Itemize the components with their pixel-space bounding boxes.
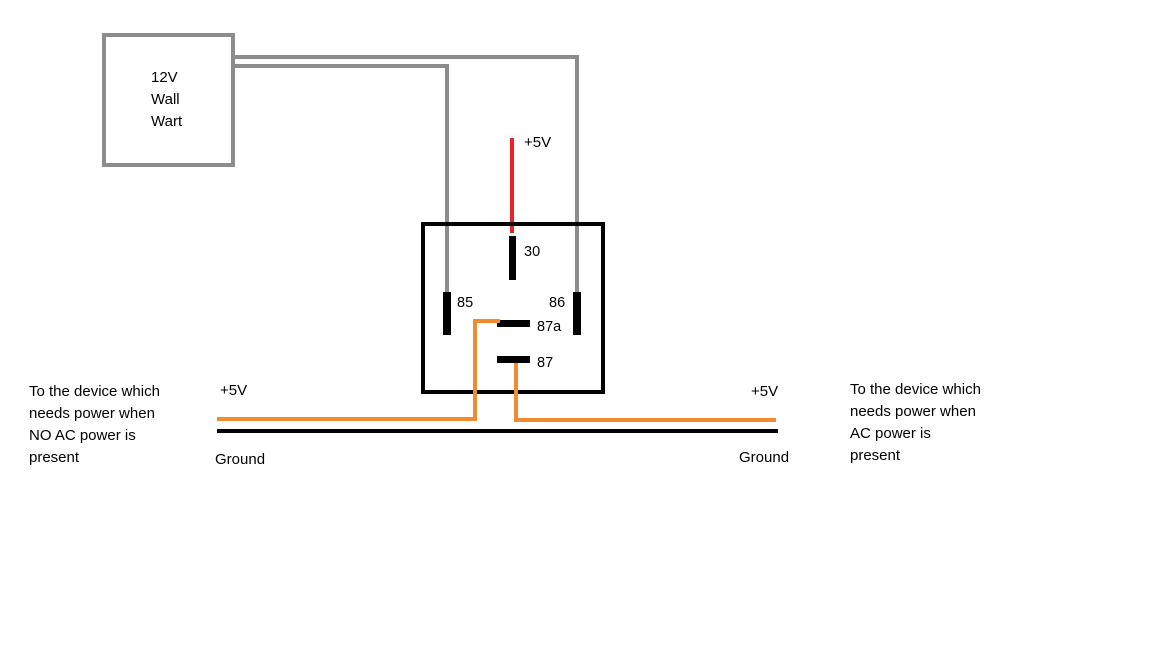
right-description-line-1: To the device which: [850, 381, 981, 398]
right-description-line-4: present: [850, 447, 901, 464]
wire-wall-wart-to-86: [233, 55, 579, 296]
left-description-line-4: present: [29, 449, 80, 466]
wire-87a-to-left-output: [217, 319, 500, 421]
supply-label: +5V: [524, 134, 551, 151]
pin-87a-label: 87a: [537, 319, 562, 335]
pin-85: [443, 292, 451, 335]
right-ground-label: Ground: [739, 449, 789, 466]
wire-87-to-right-output: [514, 363, 776, 422]
pin-87: [497, 356, 530, 363]
wall-wart-label-line-2: Wall: [151, 91, 180, 108]
wall-wart-label-line-1: 12V: [151, 69, 178, 86]
pin-87-label: 87: [537, 355, 553, 371]
wall-wart-label-line-3: Wart: [151, 113, 183, 130]
pin-86: [573, 292, 581, 335]
relay-body: [421, 222, 605, 394]
pin-86-label: 86: [549, 295, 565, 311]
left-ground-label: Ground: [215, 451, 265, 468]
pin-30-label: 30: [524, 244, 540, 260]
left-description-line-1: To the device which: [29, 383, 160, 400]
right-description-line-2: needs power when: [850, 403, 976, 420]
left-plus-5v-label: +5V: [220, 382, 247, 399]
left-description-line-2: needs power when: [29, 405, 155, 422]
wire-wall-wart-to-85: [233, 64, 449, 296]
left-description-line-3: NO AC power is: [29, 427, 136, 444]
wall-wart-box: [102, 33, 235, 167]
pin-85-label: 85: [457, 295, 473, 311]
pin-87a: [497, 320, 530, 327]
pin-30: [509, 236, 516, 280]
right-plus-5v-label: +5V: [751, 383, 778, 400]
right-description-line-3: AC power is: [850, 425, 931, 442]
